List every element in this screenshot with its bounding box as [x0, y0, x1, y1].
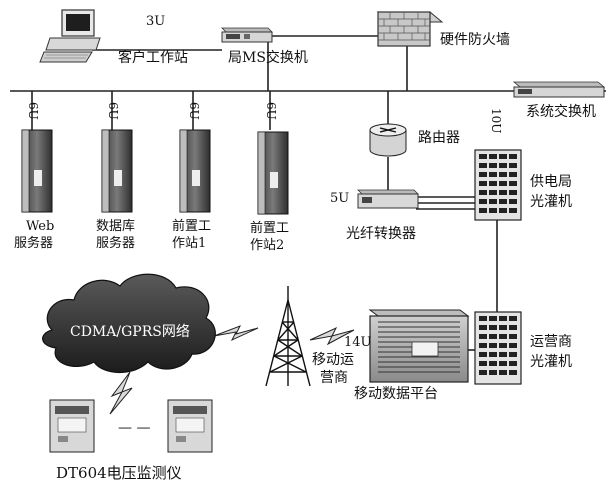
carrier-label-line2: 营商 [320, 370, 348, 386]
web-server: 6U [21, 102, 53, 213]
platform-label: 移动数据平台 [354, 386, 438, 402]
tower-server-icon [101, 129, 133, 213]
front2-label-line1: 前置工 [250, 220, 289, 236]
front2-rack-label: 6U [264, 102, 278, 120]
web-label-line2: 服务器 [14, 235, 53, 251]
operator-optical-line2: 光灌机 [530, 354, 572, 370]
web-rack-label: 6U [26, 102, 40, 120]
router-icon [369, 123, 407, 157]
meter-dash: — — [118, 420, 150, 436]
front2-label-line2: 作站2 [250, 238, 284, 253]
router-rack-label: 10U [489, 108, 503, 133]
storm-cloud-icon [42, 273, 216, 373]
db-label-line2: 服务器 [96, 235, 135, 251]
cdma-network-label: CDMA/GPRS网络 [70, 324, 190, 340]
front-workstation-2: 6U [257, 102, 289, 215]
front1-label-line2: 作站1 [172, 236, 206, 251]
tower-server-icon [21, 129, 53, 213]
bureau-optical-line2: 光灌机 [530, 194, 572, 210]
network-switch-icon [512, 81, 606, 98]
bureau-optical-line1: 供电局 [530, 174, 572, 190]
database-server: 6U [101, 102, 133, 213]
front-workstation-1: 6U [179, 102, 211, 213]
carrier-label-line1: 移动运 [312, 352, 354, 368]
voltage-meter-icon [49, 399, 95, 453]
front1-label-line1: 前置工 [172, 218, 211, 234]
radio-tower-icon [265, 286, 311, 387]
brick-firewall-icon [376, 11, 444, 47]
converter-label: 光纤转换器 [346, 225, 416, 242]
front1-rack-label: 6U [187, 102, 201, 120]
connection-lines [10, 35, 606, 351]
router-label: 路由器 [418, 130, 460, 146]
optical-terminal-rack [474, 149, 522, 221]
operator-optical-line1: 运营商 [530, 334, 572, 350]
db-rack-label: 6U [106, 102, 120, 120]
wireless-link-icon [109, 325, 355, 415]
converter-rack-label: 5U [330, 191, 349, 206]
db-label-line1: 数据库 [96, 218, 135, 234]
ms-switch-label: 局MS交换机 [228, 49, 308, 66]
tower-server-icon [257, 131, 289, 215]
tower-server-icon [179, 129, 211, 213]
meter-label: DT604电压监测仪 [56, 464, 182, 482]
voltage-meter-icon [167, 399, 213, 453]
data-platform-icon [368, 309, 470, 383]
client-rack-label: 3U [146, 14, 165, 29]
system-switch-label: 系统交换机 [526, 103, 596, 120]
optical-terminal-rack [474, 311, 522, 385]
desktop-computer-icon [39, 9, 101, 63]
firewall-label: 硬件防火墙 [440, 32, 510, 48]
web-label-line1: Web [26, 219, 54, 234]
client-workstation-label: 客户工作站 [118, 49, 188, 66]
platform-rack-label: 14U [344, 335, 372, 350]
network-switch-icon [221, 27, 273, 43]
fiber-converter-icon [357, 189, 419, 209]
